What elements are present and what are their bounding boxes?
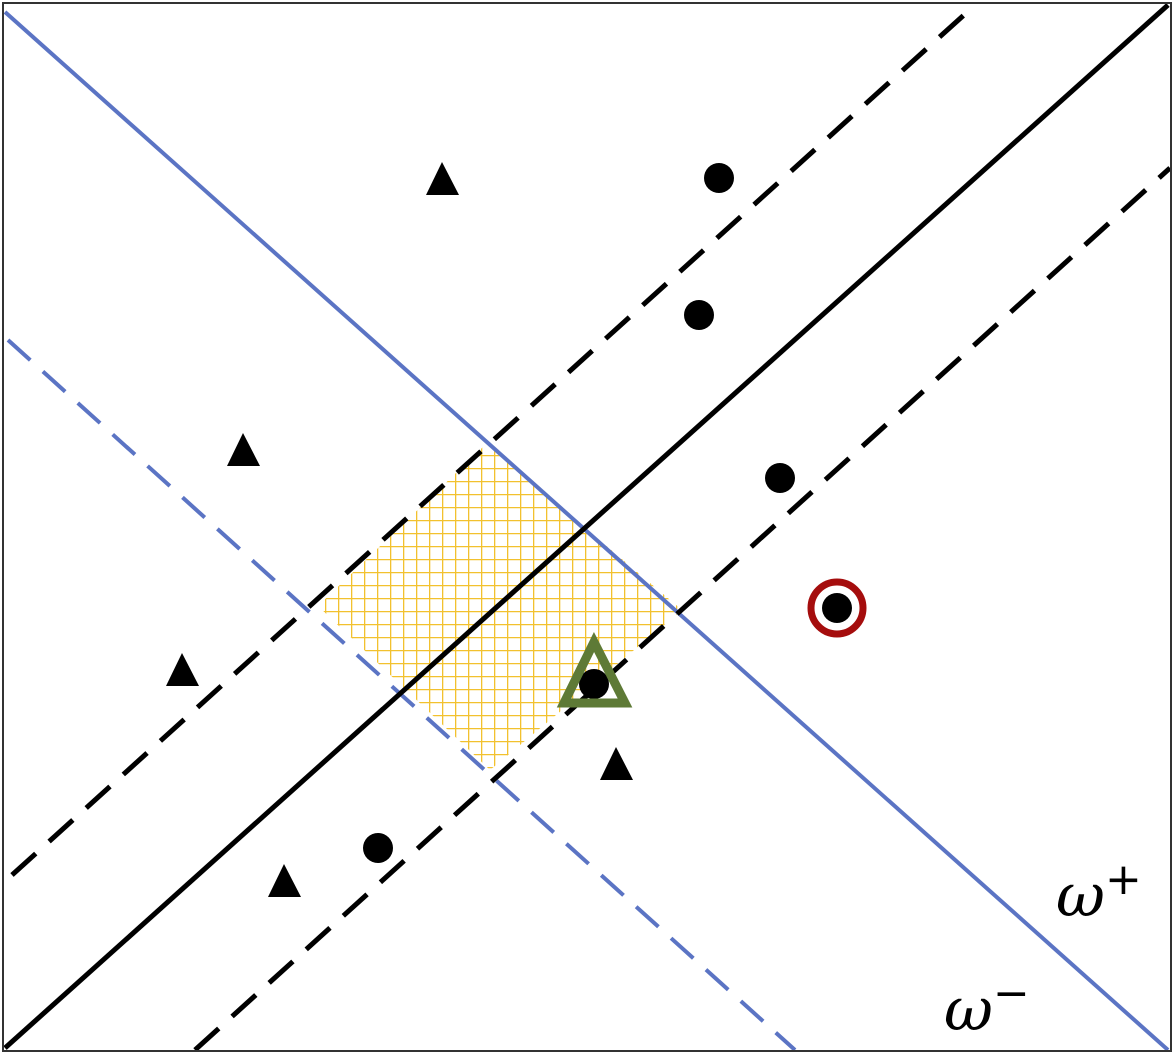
circle-markers <box>363 163 852 863</box>
triangle-marker <box>268 864 301 897</box>
line-layer <box>3 3 1171 1051</box>
highlight-ring-red <box>807 578 867 638</box>
triangle-marker <box>227 433 260 466</box>
circle-marker <box>822 593 852 623</box>
black-dashed-line-lower <box>193 166 1171 1051</box>
blue-solid-line <box>3 10 1170 1051</box>
triangle-marker <box>166 653 199 686</box>
highlight-ring-white <box>815 586 859 630</box>
circle-marker <box>579 669 609 699</box>
circle-marker <box>684 300 714 330</box>
circle-marker <box>363 833 393 863</box>
highlight-triangle-green <box>556 631 633 708</box>
black-solid-line <box>3 3 1170 1050</box>
omega-plus-label: ω+ <box>1056 854 1142 931</box>
black-dashed-line-upper <box>10 3 977 877</box>
circle-marker <box>704 163 734 193</box>
circle-marker <box>765 463 795 493</box>
triangle-marker <box>600 747 633 780</box>
triangle-markers <box>166 162 633 897</box>
triangle-marker <box>426 162 459 195</box>
omega-minus-label: ω− <box>944 968 1030 1045</box>
